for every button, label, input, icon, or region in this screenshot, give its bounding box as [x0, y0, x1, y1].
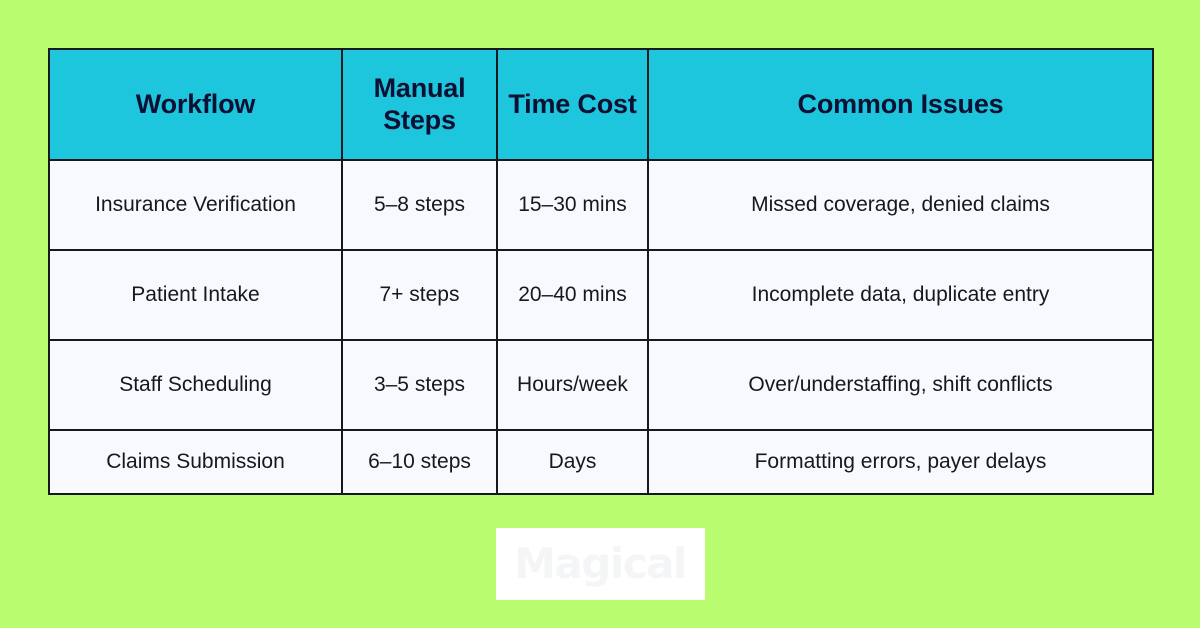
column-header-common-issues: Common Issues [647, 48, 1154, 161]
cell-workflow: Staff Scheduling [48, 339, 343, 431]
cell-manual-steps: 5–8 steps [341, 159, 498, 251]
cell-time-cost: 20–40 mins [496, 249, 649, 341]
workflow-table-container: Workflow Manual Steps Time Cost Common I… [48, 48, 1154, 495]
column-header-workflow: Workflow [48, 48, 343, 161]
brand-logo-row: Magical [0, 528, 1200, 600]
cell-time-cost: 15–30 mins [496, 159, 649, 251]
cell-workflow: Insurance Verification [48, 159, 343, 251]
cell-manual-steps: 3–5 steps [341, 339, 498, 431]
table-header: Workflow Manual Steps Time Cost Common I… [48, 48, 1154, 161]
cell-manual-steps: 6–10 steps [341, 429, 498, 495]
cell-workflow: Patient Intake [48, 249, 343, 341]
table-body: Insurance Verification 5–8 steps 15–30 m… [48, 159, 1154, 495]
workflow-comparison-table: Workflow Manual Steps Time Cost Common I… [48, 48, 1154, 495]
table-header-row: Workflow Manual Steps Time Cost Common I… [48, 48, 1154, 161]
table-row: Insurance Verification 5–8 steps 15–30 m… [48, 159, 1154, 251]
table-row: Staff Scheduling 3–5 steps Hours/week Ov… [48, 339, 1154, 431]
table-row: Patient Intake 7+ steps 20–40 mins Incom… [48, 249, 1154, 341]
cell-common-issues: Over/understaffing, shift conflicts [647, 339, 1154, 431]
cell-common-issues: Missed coverage, denied claims [647, 159, 1154, 251]
column-header-time-cost: Time Cost [496, 48, 649, 161]
cell-time-cost: Days [496, 429, 649, 495]
brand-logo-box: Magical [495, 528, 705, 600]
table-row: Claims Submission 6–10 steps Days Format… [48, 429, 1154, 495]
column-header-manual-steps: Manual Steps [341, 48, 498, 161]
cell-time-cost: Hours/week [496, 339, 649, 431]
cell-workflow: Claims Submission [48, 429, 343, 495]
cell-common-issues: Formatting errors, payer delays [647, 429, 1154, 495]
brand-logo-text: Magical [514, 539, 687, 588]
cell-manual-steps: 7+ steps [341, 249, 498, 341]
cell-common-issues: Incomplete data, duplicate entry [647, 249, 1154, 341]
